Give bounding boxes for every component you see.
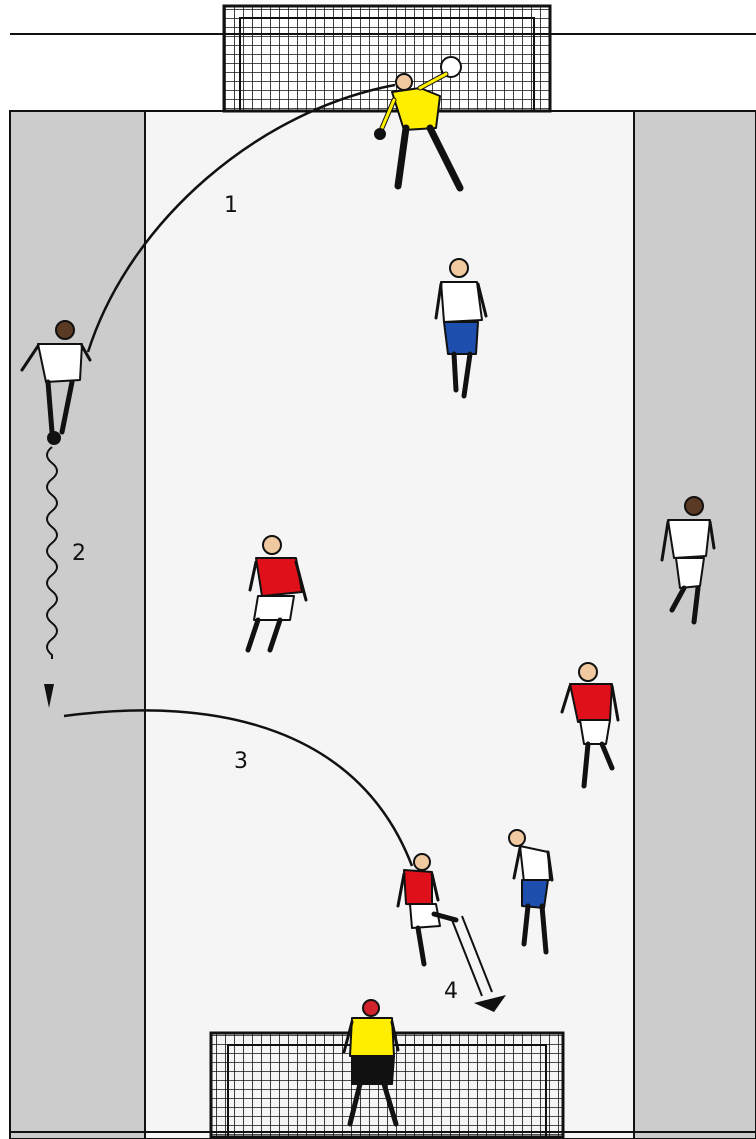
top-goal bbox=[224, 6, 550, 111]
step-label-3: 3 bbox=[234, 749, 248, 774]
left-side-zone bbox=[10, 111, 145, 1139]
step-label-2: 2 bbox=[72, 541, 86, 566]
step-label-1: 1 bbox=[224, 193, 238, 218]
step-label-4: 4 bbox=[444, 979, 458, 1004]
central-field bbox=[145, 111, 634, 1139]
right-side-zone bbox=[634, 111, 756, 1139]
